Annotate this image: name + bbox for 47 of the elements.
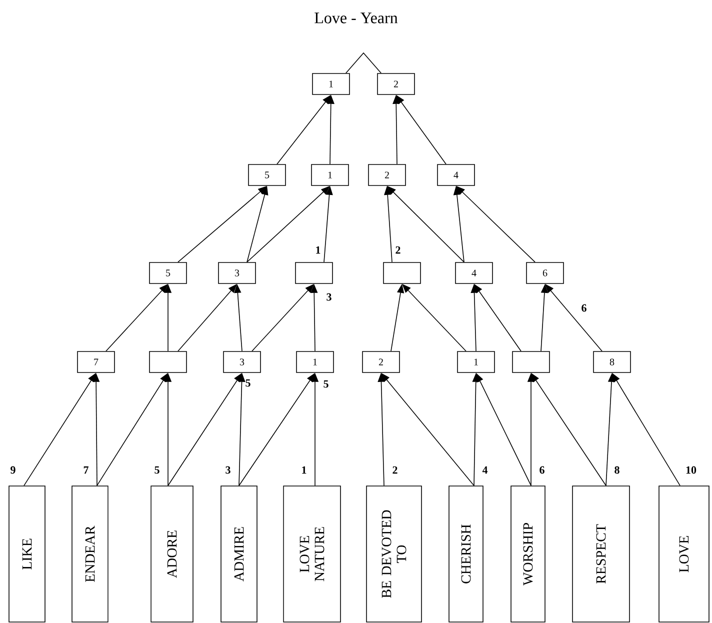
number-label: 1	[316, 246, 320, 254]
small-box: 4	[455, 262, 493, 284]
small-box: 1	[457, 351, 495, 373]
number-label: 3	[226, 466, 230, 474]
small-box: 5	[149, 262, 187, 284]
number-label: 5	[154, 466, 160, 474]
word-box: ADMIRE	[220, 486, 258, 622]
word-box: ADORE	[150, 486, 194, 622]
number-label: 2	[396, 246, 400, 254]
small-box	[512, 351, 550, 373]
word-box: ENDEAR	[72, 486, 108, 622]
small-box	[383, 262, 421, 284]
small-box: 7	[77, 351, 115, 373]
small-box: 5	[248, 164, 286, 186]
number-label: 4	[482, 466, 488, 474]
word-box: CHERISH	[448, 486, 484, 622]
number-label: 7	[84, 466, 88, 474]
small-box	[149, 351, 187, 373]
number-label: 5	[246, 379, 250, 387]
word-box: LIKE	[8, 486, 46, 622]
small-box: 4	[437, 164, 475, 186]
small-box: 6	[526, 262, 564, 284]
arrow	[346, 52, 382, 74]
number-label: 6	[582, 304, 586, 312]
number-label: 8	[614, 466, 620, 474]
number-label: 5	[324, 380, 328, 388]
word-box: WORSHIP	[510, 486, 546, 622]
small-box: 2	[362, 351, 400, 373]
word-box: LOVE NATURE	[283, 486, 341, 622]
small-box: 1	[296, 351, 334, 373]
small-box: 3	[218, 262, 256, 284]
number-label: 2	[392, 466, 398, 474]
title: Love - Yearn	[314, 12, 398, 24]
number-label: 6	[540, 466, 544, 474]
number-label: 1	[302, 466, 306, 474]
small-box: 3	[223, 351, 261, 373]
small-box: 2	[368, 164, 406, 186]
word-box: LOVE	[658, 486, 710, 622]
small-box: 8	[593, 351, 631, 373]
small-box: 1	[311, 164, 349, 186]
word-box: BE DEVOTED TO	[366, 486, 422, 622]
small-box: 2	[377, 73, 415, 95]
small-box: 1	[312, 73, 350, 95]
number-label: 10	[686, 466, 696, 474]
word-box: RESPECT	[572, 486, 630, 622]
small-box	[295, 262, 333, 284]
number-label: 9	[10, 466, 16, 474]
